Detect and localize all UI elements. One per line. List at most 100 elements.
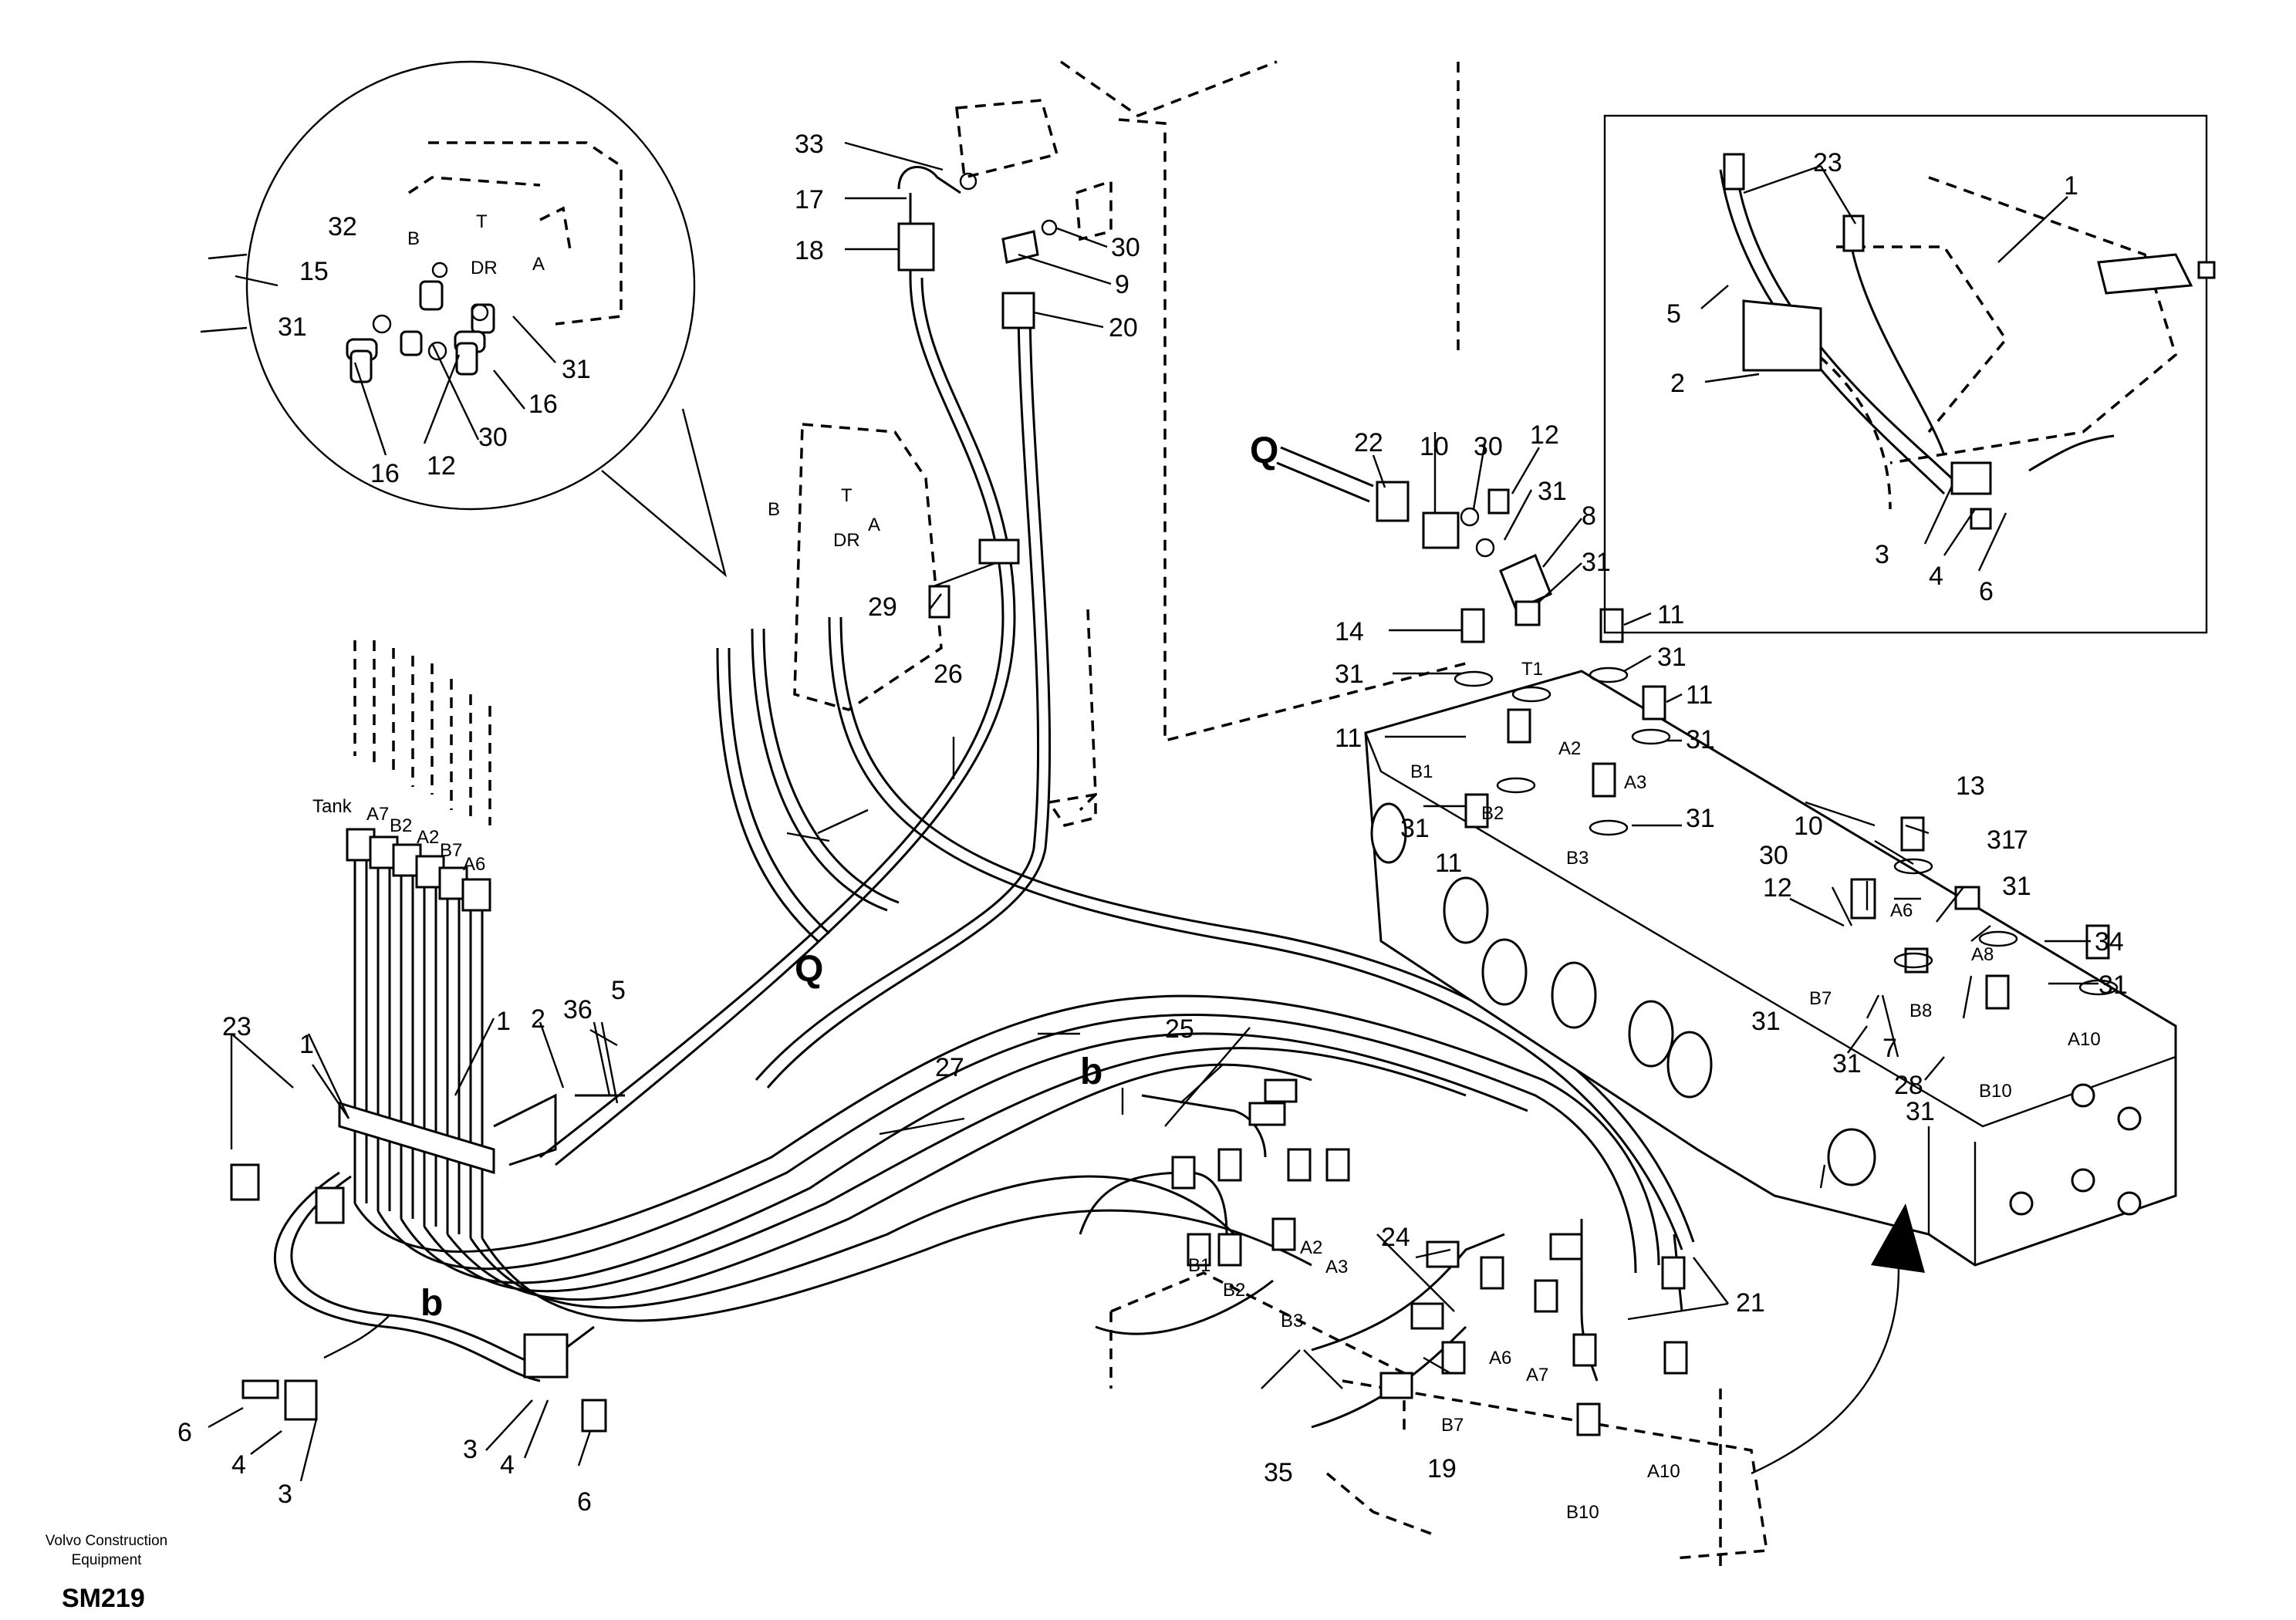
port-label-t-detail: T (476, 211, 488, 232)
port-label-a6: A6 (1489, 1348, 1511, 1369)
lower-fittings (1079, 1078, 1688, 1436)
callout-9: 9 (1115, 270, 1129, 299)
leader-lines (200, 141, 2098, 1482)
port-label-a6: A6 (1890, 900, 1913, 921)
callout-30: 30 (1474, 432, 1503, 461)
callout-31: 31 (1335, 660, 1364, 689)
callout-1: 1 (496, 1007, 511, 1036)
callout-6: 6 (1979, 577, 1994, 606)
callout-14: 14 (1335, 617, 1364, 646)
callout-32: 32 (328, 212, 357, 241)
callout-17: 17 (795, 185, 824, 214)
callout-31: 31 (1582, 548, 1611, 577)
inset-detail (1603, 114, 2216, 634)
callout-1: 1 (299, 1030, 314, 1059)
valve-manifold (1364, 608, 2177, 1267)
callout-6: 6 (577, 1487, 592, 1517)
callout-28: 28 (1894, 1071, 1923, 1100)
callout-3: 3 (278, 1480, 292, 1509)
callout-31: 31 (1400, 814, 1430, 843)
callout-31: 31 (2002, 872, 2031, 901)
callout-11: 11 (1435, 849, 1462, 878)
port-label-tank: Tank (312, 796, 353, 817)
port-label-a-detail: A (532, 254, 545, 275)
company-name-line1: Volvo Construction (45, 1533, 168, 1549)
callout-24: 24 (1381, 1223, 1410, 1252)
callout-3: 3 (463, 1435, 478, 1464)
callout-27: 27 (935, 1053, 964, 1082)
central-hoses (539, 166, 1695, 1250)
port-label-b2: B2 (1481, 803, 1504, 824)
callout-11: 11 (1686, 680, 1713, 710)
callout-4: 4 (231, 1450, 246, 1480)
callout-31: 31 (562, 355, 591, 384)
port-label-b7: B7 (440, 840, 462, 861)
port-label-a7: A7 (1526, 1365, 1548, 1385)
ref-b-lower: b (420, 1283, 443, 1324)
callout-33: 33 (795, 130, 824, 159)
ref-b-upper: b (1080, 1051, 1102, 1092)
callout-20: 20 (1109, 313, 1138, 343)
machine-outline (353, 60, 1769, 1566)
port-label-dr-detail: DR (471, 258, 498, 278)
port-label-a2: A2 (417, 827, 439, 848)
callout-31: 31 (1657, 643, 1687, 672)
port-label-a7: A7 (366, 804, 389, 825)
port-label-a2: A2 (1300, 1237, 1322, 1258)
callout-23: 23 (1813, 148, 1842, 177)
callout-35: 35 (1264, 1458, 1293, 1487)
callout-labels: 33 17 18 30 9 20 32 15 31 31 16 30 12 16… (177, 130, 2128, 1517)
callout-30: 30 (1759, 841, 1788, 870)
lower-left-clamps (230, 1163, 607, 1433)
port-label-a6: A6 (463, 854, 485, 875)
callout-26: 26 (934, 660, 963, 689)
callout-4: 4 (500, 1450, 515, 1480)
ref-q-upper: Q (1250, 430, 1278, 471)
company-name-line2: Equipment (71, 1552, 142, 1568)
callout-1: 1 (2064, 171, 2078, 201)
callout-10: 10 (1420, 432, 1449, 461)
callout-5: 5 (611, 976, 626, 1005)
callout-31: 31 (2098, 970, 2128, 1000)
callout-25: 25 (1165, 1014, 1194, 1044)
port-label-b3: B3 (1566, 848, 1589, 869)
reference-letters: Q Q b b (420, 430, 1278, 1324)
port-labels: Tank A7 B2 A2 B7 A6 T B DR A T B DR A T1… (312, 211, 2101, 1523)
ref-q-lower: Q (795, 949, 823, 990)
callout-4: 4 (1929, 562, 1943, 591)
port-label-b1: B1 (1188, 1255, 1210, 1276)
callout-10: 10 (1794, 812, 1823, 841)
callout-16: 16 (370, 459, 400, 488)
port-label-b: B (768, 499, 780, 520)
port-label-b3: B3 (1281, 1311, 1303, 1331)
callout-3: 3 (1875, 540, 1889, 569)
port-label-b7: B7 (1809, 988, 1832, 1009)
callout-11: 11 (1657, 600, 1684, 629)
port-label-a10: A10 (2068, 1029, 2101, 1050)
callout-21: 21 (1736, 1288, 1765, 1318)
callout-31: 31 (1906, 1097, 1935, 1126)
callout-31: 31 (1538, 477, 1567, 506)
callout-7: 7 (2014, 825, 2028, 855)
callout-36: 36 (563, 995, 593, 1024)
port-label-b2: B2 (1223, 1280, 1245, 1301)
drawing-footer: Volvo Construction Equipment SM219 (14, 1531, 199, 1614)
callout-12: 12 (1530, 420, 1559, 450)
port-label-a3: A3 (1325, 1257, 1348, 1277)
port-label-t1: T1 (1521, 659, 1543, 680)
port-label-a8: A8 (1971, 944, 1994, 965)
port-label-b10: B10 (1979, 1081, 2012, 1102)
callout-8: 8 (1582, 501, 1596, 531)
callout-23: 23 (222, 1012, 252, 1041)
callout-22: 22 (1354, 428, 1383, 457)
callout-30: 30 (478, 423, 508, 452)
port-label-a10: A10 (1647, 1461, 1680, 1482)
callout-31: 31 (278, 312, 307, 342)
callout-6: 6 (177, 1418, 192, 1447)
callout-12: 12 (427, 451, 456, 481)
callout-31: 31 (1751, 1007, 1781, 1036)
port-label-b2: B2 (390, 815, 412, 836)
port-label-dr: DR (833, 530, 860, 551)
left-hose-bundle (338, 828, 1660, 1322)
